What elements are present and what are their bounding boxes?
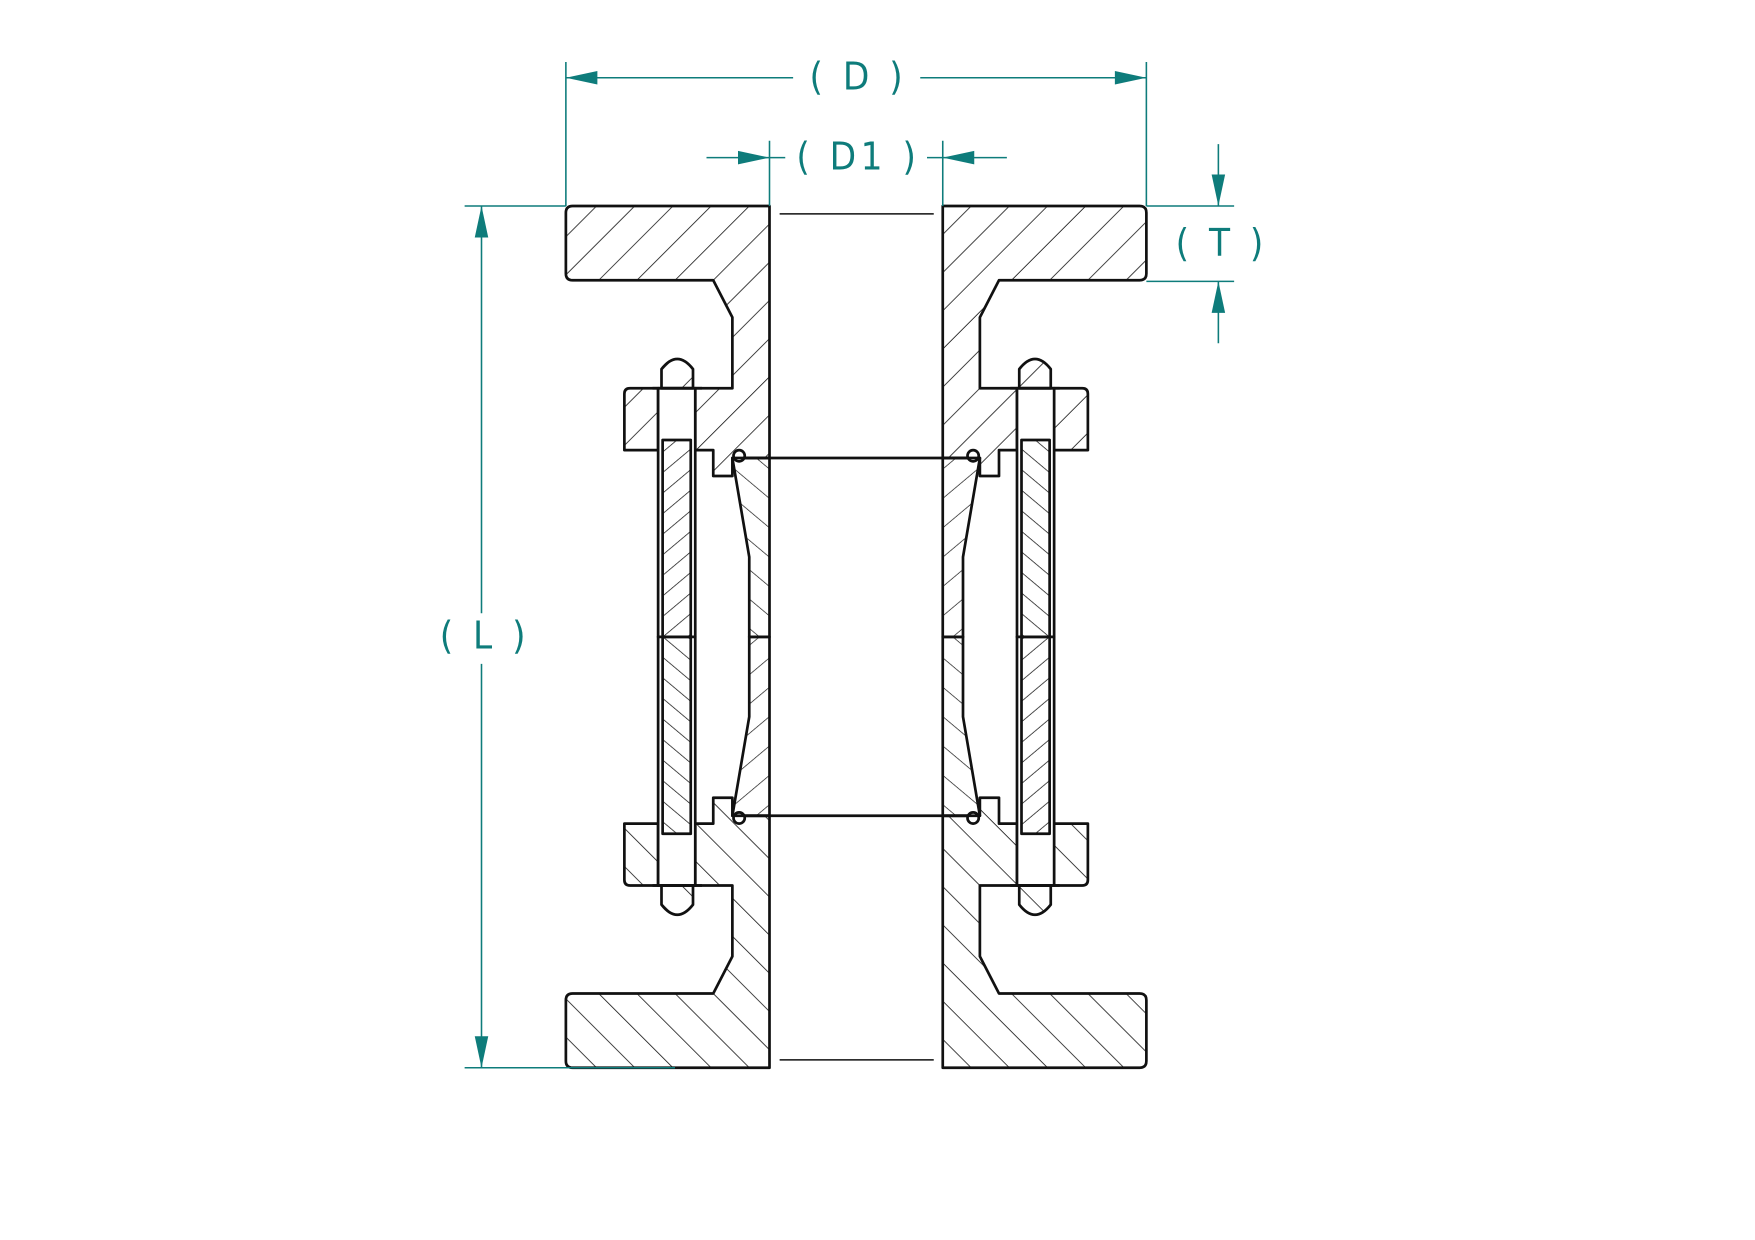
arrow-down-icon [474,1036,489,1068]
upper-right-section [941,204,1148,639]
dimension-d1-label: ( D1 ) [796,134,920,179]
dimension-l-label: ( L ) [440,614,530,659]
sight-glass-assembly [564,204,1148,1070]
arrow-up-icon [474,206,489,238]
lower-left-section [564,635,771,1070]
arrow-right-icon [738,150,770,165]
upper-left-section [564,204,771,639]
arrow-left-icon [565,71,598,85]
arrow-down-icon [1211,174,1226,206]
lower-right-section [941,635,1148,1070]
dimension-t-label: ( T ) [1176,221,1268,266]
dimension-t: ( T ) [1146,144,1268,344]
arrow-left-icon [942,150,975,165]
dimension-l: ( L ) [440,205,675,1069]
arrow-up-icon [1211,281,1226,313]
dimension-d: ( D ) [565,54,1148,206]
arrow-right-icon [1114,71,1147,85]
dimension-d-label: ( D ) [810,54,908,99]
dimension-d1: ( D1 ) [706,134,1007,206]
